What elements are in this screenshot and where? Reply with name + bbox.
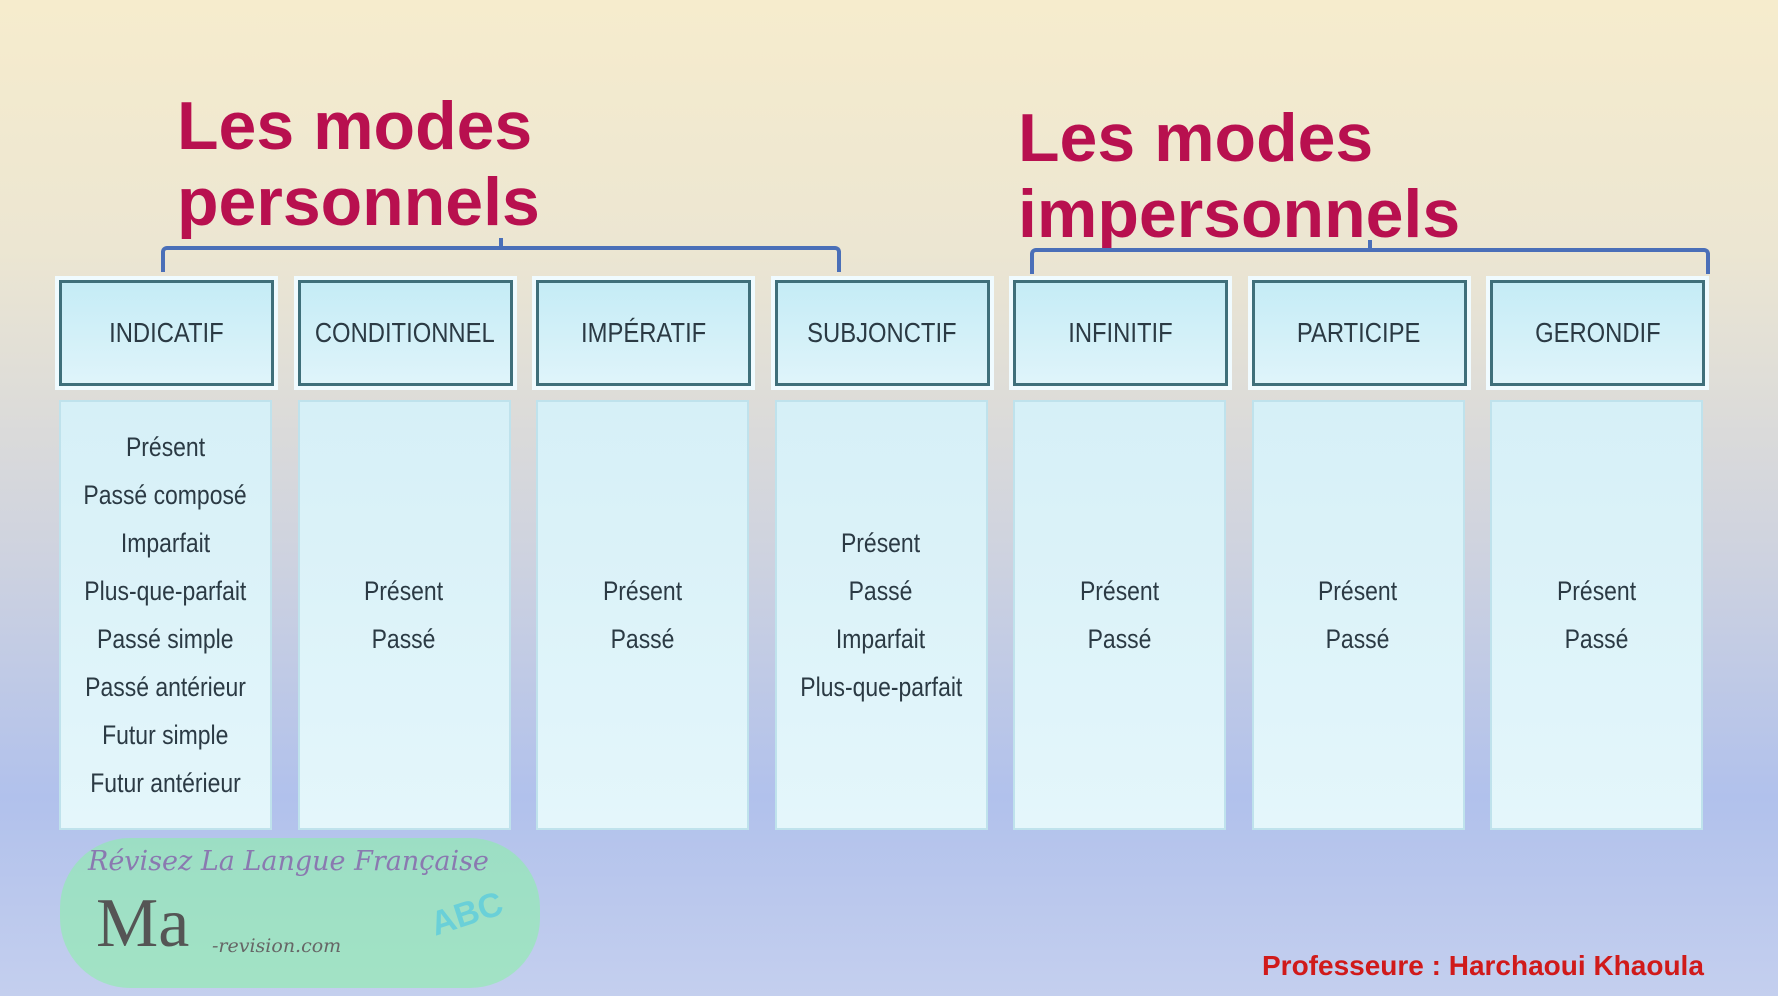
mode-header-box: INFINITIF (1013, 280, 1228, 386)
tense-item: Présent (364, 576, 444, 606)
watermark-domain: -revision.com (212, 935, 342, 957)
tense-item: Présent (1318, 576, 1398, 606)
bracket-personal (161, 238, 841, 272)
tense-item: Plus-que-parfait (799, 672, 963, 702)
tense-item: Présent (602, 576, 683, 606)
mode-header-box: IMPÉRATIF (536, 280, 751, 386)
tense-item: Présent (841, 528, 921, 558)
tense-item: Passé antérieur (85, 672, 246, 702)
watermark-logo: Révisez La Langue Française Ma -revision… (60, 838, 540, 988)
tense-item: Plus-que-parfait (84, 576, 247, 606)
title-personal-modes: Les modes personnels (177, 88, 540, 240)
tense-item: Passé (849, 576, 913, 606)
bracket-impersonal (1030, 240, 1710, 274)
mode-header-box: INDICATIF (59, 280, 274, 386)
watermark-text: Révisez La Langue Française (88, 846, 489, 877)
watermark-logo-text: Ma (96, 885, 190, 962)
title-line: Les modes (1018, 100, 1374, 176)
mode-header-box: CONDITIONNEL (297, 280, 513, 386)
tense-item: Imparfait (120, 528, 211, 558)
tense-item: Passé (372, 624, 436, 654)
title-impersonal-modes: Les modes impersonnels (1018, 100, 1460, 252)
tense-item: Imparfait (836, 624, 926, 654)
author-credit: Professeure : Harchaoui Khaoula (1262, 950, 1704, 981)
tense-item: Passé (1564, 624, 1629, 654)
title-line: impersonnels (1018, 176, 1461, 252)
tense-item: Passé simple (97, 624, 234, 654)
tense-item: Présent (1556, 576, 1637, 606)
mode-header: CONDITIONNEL (315, 317, 495, 348)
tense-item: Passé composé (83, 480, 248, 510)
mode-header: INFINITIF (1068, 317, 1173, 348)
title-line: Les modes (177, 88, 533, 164)
tense-item: Passé (1326, 624, 1390, 654)
mode-header-box: GERONDIF (1490, 280, 1705, 386)
tense-item: Présent (125, 432, 206, 462)
abc-icon: ABC (425, 884, 508, 944)
mode-header: INDICATIF (109, 317, 224, 348)
mode-header: SUBJONCTIF (807, 317, 957, 348)
mode-header-box: SUBJONCTIF (774, 280, 990, 386)
tense-item: Passé (1087, 624, 1152, 654)
tense-item: Futur simple (102, 720, 229, 750)
tense-item: Présent (1079, 576, 1160, 606)
mode-header: IMPÉRATIF (580, 317, 707, 348)
mode-header: PARTICIPE (1297, 317, 1421, 348)
title-line: personnels (177, 164, 540, 240)
tense-item: Futur antérieur (90, 768, 241, 798)
mode-header-box: PARTICIPE (1251, 280, 1467, 386)
mode-header: GERONDIF (1534, 317, 1661, 348)
tense-item: Passé (610, 624, 675, 654)
